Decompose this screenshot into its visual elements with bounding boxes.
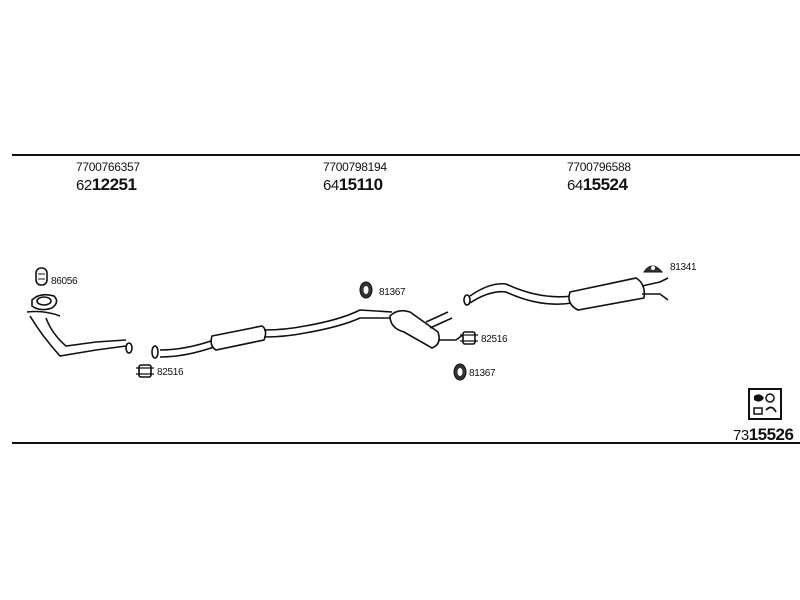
clamp-reference: 82516 (481, 334, 508, 345)
bottom-divider (12, 442, 800, 444)
hanger-part (643, 265, 664, 273)
clamp-part (136, 364, 154, 378)
part-suffix: 15524 (582, 175, 628, 194)
hanger-reference: 81367 (379, 287, 406, 298)
part-number-middle-silencer: 6415110 (323, 175, 383, 195)
part-prefix: 73 (733, 427, 749, 444)
oe-number-middle-silencer: 7700798194 (323, 160, 387, 174)
part-prefix: 64 (323, 177, 339, 194)
gasket-part (35, 267, 48, 286)
hanger-part (453, 363, 467, 381)
clamp-reference: 82516 (157, 367, 184, 378)
part-prefix: 64 (567, 177, 583, 194)
hanger-part (359, 281, 373, 299)
oe-number-front-pipe: 7700766357 (76, 160, 140, 174)
part-suffix: 15110 (338, 175, 383, 194)
part-suffix: 12251 (91, 175, 137, 194)
part-number-front-pipe: 6212251 (76, 175, 137, 195)
hanger-reference: 81341 (670, 262, 697, 273)
part-suffix: 15526 (748, 425, 794, 444)
clamp-part (460, 331, 478, 345)
part-number-rear-silencer: 6415524 (567, 175, 628, 195)
hanger-reference: 81367 (469, 368, 496, 379)
oe-number-rear-silencer: 7700796588 (567, 160, 631, 174)
top-divider (12, 154, 800, 156)
catalog-icon (748, 388, 782, 420)
part-prefix: 62 (76, 177, 92, 194)
rear-silencer-part (463, 277, 669, 311)
middle-silencer-part (151, 309, 465, 359)
kit-part-number: 7315526 (733, 425, 794, 445)
gasket-reference: 86056 (51, 276, 78, 287)
front-pipe-part (26, 293, 133, 357)
